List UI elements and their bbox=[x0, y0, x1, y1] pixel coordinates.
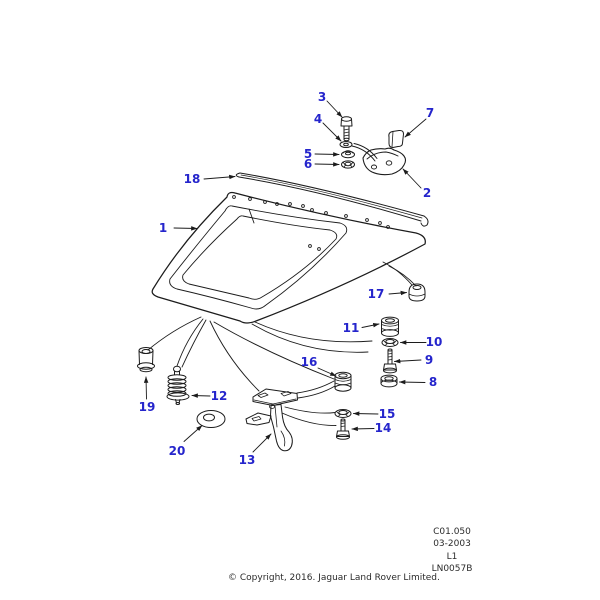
callout-2[interactable]: 2 bbox=[423, 186, 431, 200]
callout-5[interactable]: 5 bbox=[304, 147, 312, 161]
drawing-level: L1 bbox=[446, 551, 458, 562]
copyright-notice: © Copyright, 2016. Jaguar Land Rover Lim… bbox=[228, 573, 440, 583]
washer-part-20 bbox=[196, 410, 226, 428]
callout-4[interactable]: 4 bbox=[314, 112, 322, 126]
callout-16[interactable]: 16 bbox=[301, 355, 318, 369]
buffer-part-19 bbox=[137, 347, 155, 373]
callout-6[interactable]: 6 bbox=[304, 157, 312, 171]
callout-1[interactable]: 1 bbox=[159, 221, 167, 235]
nut-part-15 bbox=[334, 409, 352, 418]
callout-15[interactable]: 15 bbox=[379, 407, 396, 421]
rivet-holes bbox=[232, 195, 390, 251]
callout-9[interactable]: 9 bbox=[425, 353, 433, 367]
callout-leader-lines bbox=[143, 100, 427, 453]
bolt-part-14 bbox=[336, 418, 350, 440]
drawing-number: LN0057B bbox=[431, 564, 473, 575]
nut-part-6 bbox=[341, 160, 355, 169]
washer-part-4 bbox=[339, 141, 353, 148]
seal-strip-part-18 bbox=[235, 172, 429, 227]
bolt-part-9 bbox=[383, 348, 397, 374]
washer-part-5 bbox=[341, 150, 355, 159]
callout-7[interactable]: 7 bbox=[426, 106, 434, 120]
callout-11[interactable]: 11 bbox=[343, 321, 360, 335]
assembly-flow-lines bbox=[147, 261, 417, 426]
callout-17[interactable]: 17 bbox=[368, 287, 385, 301]
spring-part-12 bbox=[166, 365, 190, 405]
callout-8[interactable]: 8 bbox=[429, 375, 437, 389]
bush-part-11 bbox=[381, 316, 399, 337]
callout-20[interactable]: 20 bbox=[169, 444, 186, 458]
latch-bracket-part-13 bbox=[245, 388, 298, 452]
drawing-reference-block: C01.050 03-2003 L1 LN0057B bbox=[408, 526, 496, 576]
callout-14[interactable]: 14 bbox=[375, 421, 392, 435]
callout-10[interactable]: 10 bbox=[426, 335, 443, 349]
callout-19[interactable]: 19 bbox=[139, 400, 156, 414]
clip-part-7 bbox=[388, 129, 404, 148]
bolt-part-3 bbox=[340, 116, 353, 142]
callout-3[interactable]: 3 bbox=[318, 90, 326, 104]
callout-18[interactable]: 18 bbox=[184, 172, 201, 186]
bush-part-16 bbox=[334, 371, 352, 392]
drawing-date: 03-2003 bbox=[433, 539, 471, 550]
callout-12[interactable]: 12 bbox=[211, 389, 228, 403]
callout-13[interactable]: 13 bbox=[239, 453, 256, 467]
drawing-code: C01.050 bbox=[433, 527, 471, 537]
bonnet-panel-part-1 bbox=[151, 191, 426, 324]
nut-part-10 bbox=[381, 338, 399, 347]
hinge-bracket-part-2 bbox=[351, 143, 407, 176]
buffer-part-17 bbox=[408, 283, 426, 302]
spacer-part-8 bbox=[380, 374, 398, 388]
